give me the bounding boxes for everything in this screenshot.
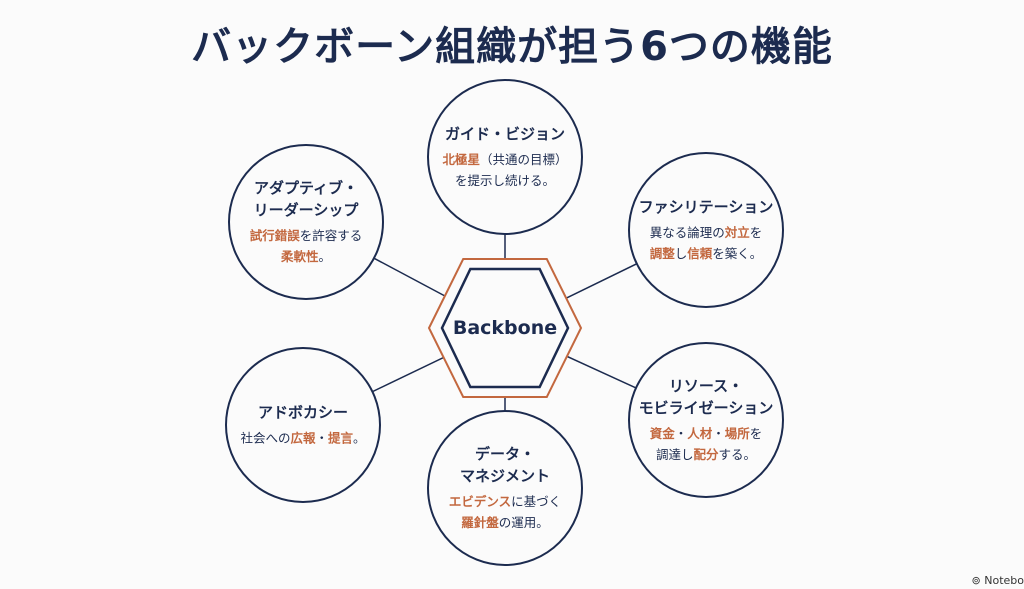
node-heading-line: アドボカシー <box>257 403 348 422</box>
description-text: 。 <box>353 430 366 446</box>
node-heading-line: リソース・ <box>668 377 744 395</box>
node-heading: アダプティブ・リーダーシップ <box>228 177 384 221</box>
description-text: （共通の目標） <box>480 152 568 167</box>
inner-hexagon <box>440 267 570 389</box>
highlight-text: 提言 <box>328 430 354 446</box>
node-heading: ファシリテーション <box>628 196 784 218</box>
highlight-text: 資金 <box>649 426 675 441</box>
description-text: ・ <box>674 426 688 441</box>
description-line: 試行錯誤を許容する <box>228 225 384 246</box>
highlight-text: 試行錯誤 <box>249 228 300 243</box>
highlight-text: 信頼 <box>687 246 713 261</box>
description-line: エビデンスに基づく <box>427 491 583 512</box>
node-heading-line: モビライゼーション <box>638 399 774 417</box>
core-label: Backbone <box>452 317 558 339</box>
highlight-text: 広報 <box>290 430 316 446</box>
highlight-text: 人材 <box>687 426 713 441</box>
description-text: 。 <box>318 249 332 264</box>
node-guide-vision: ガイド・ビジョン北極星（共通の目標） を提示し続ける。 <box>427 123 583 191</box>
node-facilitation: ファシリテーション異なる論理の対立を調整し信頼を築く。 <box>628 196 784 264</box>
description-text: を <box>749 225 763 240</box>
description-text: 調達し <box>655 447 694 462</box>
function-circle <box>628 152 784 308</box>
node-heading-line: リーダーシップ <box>253 201 359 219</box>
node-description: 試行錯誤を許容する柔軟性。 <box>228 225 384 267</box>
function-circle <box>427 79 583 235</box>
description-line: 資金・人材・場所を <box>628 423 784 444</box>
description-line: を提示し続ける。 <box>427 170 583 191</box>
description-text: ・ <box>315 430 328 446</box>
description-text: の運用。 <box>498 515 549 530</box>
function-circle <box>427 410 583 566</box>
watermark-text: Notebo <box>984 574 1024 587</box>
description-line: 調整し信頼を築く。 <box>628 243 784 264</box>
description-text: する。 <box>718 447 757 462</box>
highlight-text: 場所 <box>724 426 750 441</box>
highlight-text: 柔軟性 <box>280 249 319 264</box>
node-heading: ガイド・ビジョン <box>427 123 583 145</box>
node-heading-line: マネジメント <box>459 467 550 485</box>
node-resource-mobilization: リソース・モビライゼーション資金・人材・場所を調達し配分する。 <box>628 375 784 465</box>
description-text: を <box>749 426 763 441</box>
node-heading-line: アダプティブ・ <box>253 179 359 197</box>
description-line: 社会への広報・提言。 <box>225 428 381 449</box>
highlight-text: 調整 <box>649 246 675 261</box>
node-description: 資金・人材・場所を調達し配分する。 <box>628 423 784 465</box>
highlight-text: 北極星 <box>442 152 480 167</box>
description-line: 柔軟性。 <box>228 246 384 267</box>
function-circle <box>225 347 381 503</box>
node-description: 社会への広報・提言。 <box>225 428 381 449</box>
node-description: エビデンスに基づく羅針盤の運用。 <box>427 491 583 533</box>
description-text: し <box>674 246 688 261</box>
highlight-text: エビデンス <box>448 494 512 509</box>
highlight-text: 羅針盤 <box>461 515 499 530</box>
node-heading-line: ファシリテーション <box>638 198 774 216</box>
node-heading: データ・マネジメント <box>427 443 583 487</box>
notebook-watermark: ⊚ Notebo <box>971 574 1024 587</box>
node-adaptive-leadership: アダプティブ・リーダーシップ試行錯誤を許容する柔軟性。 <box>228 177 384 267</box>
function-circle <box>228 144 384 300</box>
page-title: バックボーン組織が担う6つの機能 <box>191 24 833 70</box>
node-heading: アドボカシー <box>225 402 381 424</box>
node-description: 異なる論理の対立を調整し信頼を築く。 <box>628 222 784 264</box>
highlight-text: 対立 <box>724 225 750 240</box>
description-line: 調達し配分する。 <box>628 444 784 465</box>
node-heading: リソース・モビライゼーション <box>628 375 784 419</box>
node-heading-line: データ・ <box>474 445 535 463</box>
node-heading-line: ガイド・ビジョン <box>444 125 565 143</box>
description-line: 羅針盤の運用。 <box>427 512 583 533</box>
description-line: 北極星（共通の目標） <box>427 149 583 170</box>
description-text: に基づく <box>511 494 562 509</box>
highlight-text: 配分 <box>693 447 719 462</box>
description-text: ・ <box>712 426 725 441</box>
description-text: を築く。 <box>712 246 763 261</box>
node-description: 北極星（共通の目標） を提示し続ける。 <box>427 149 583 191</box>
description-line: 異なる論理の対立を <box>628 222 784 243</box>
node-data-management: データ・マネジメントエビデンスに基づく羅針盤の運用。 <box>427 443 583 533</box>
function-circle <box>628 342 784 498</box>
description-text: 社会への <box>240 430 291 446</box>
description-text: 異なる論理の <box>649 225 725 240</box>
description-text: を許容する <box>299 228 363 243</box>
node-advocacy: アドボカシー社会への広報・提言。 <box>225 402 381 449</box>
description-text: を提示し続ける。 <box>454 173 555 188</box>
